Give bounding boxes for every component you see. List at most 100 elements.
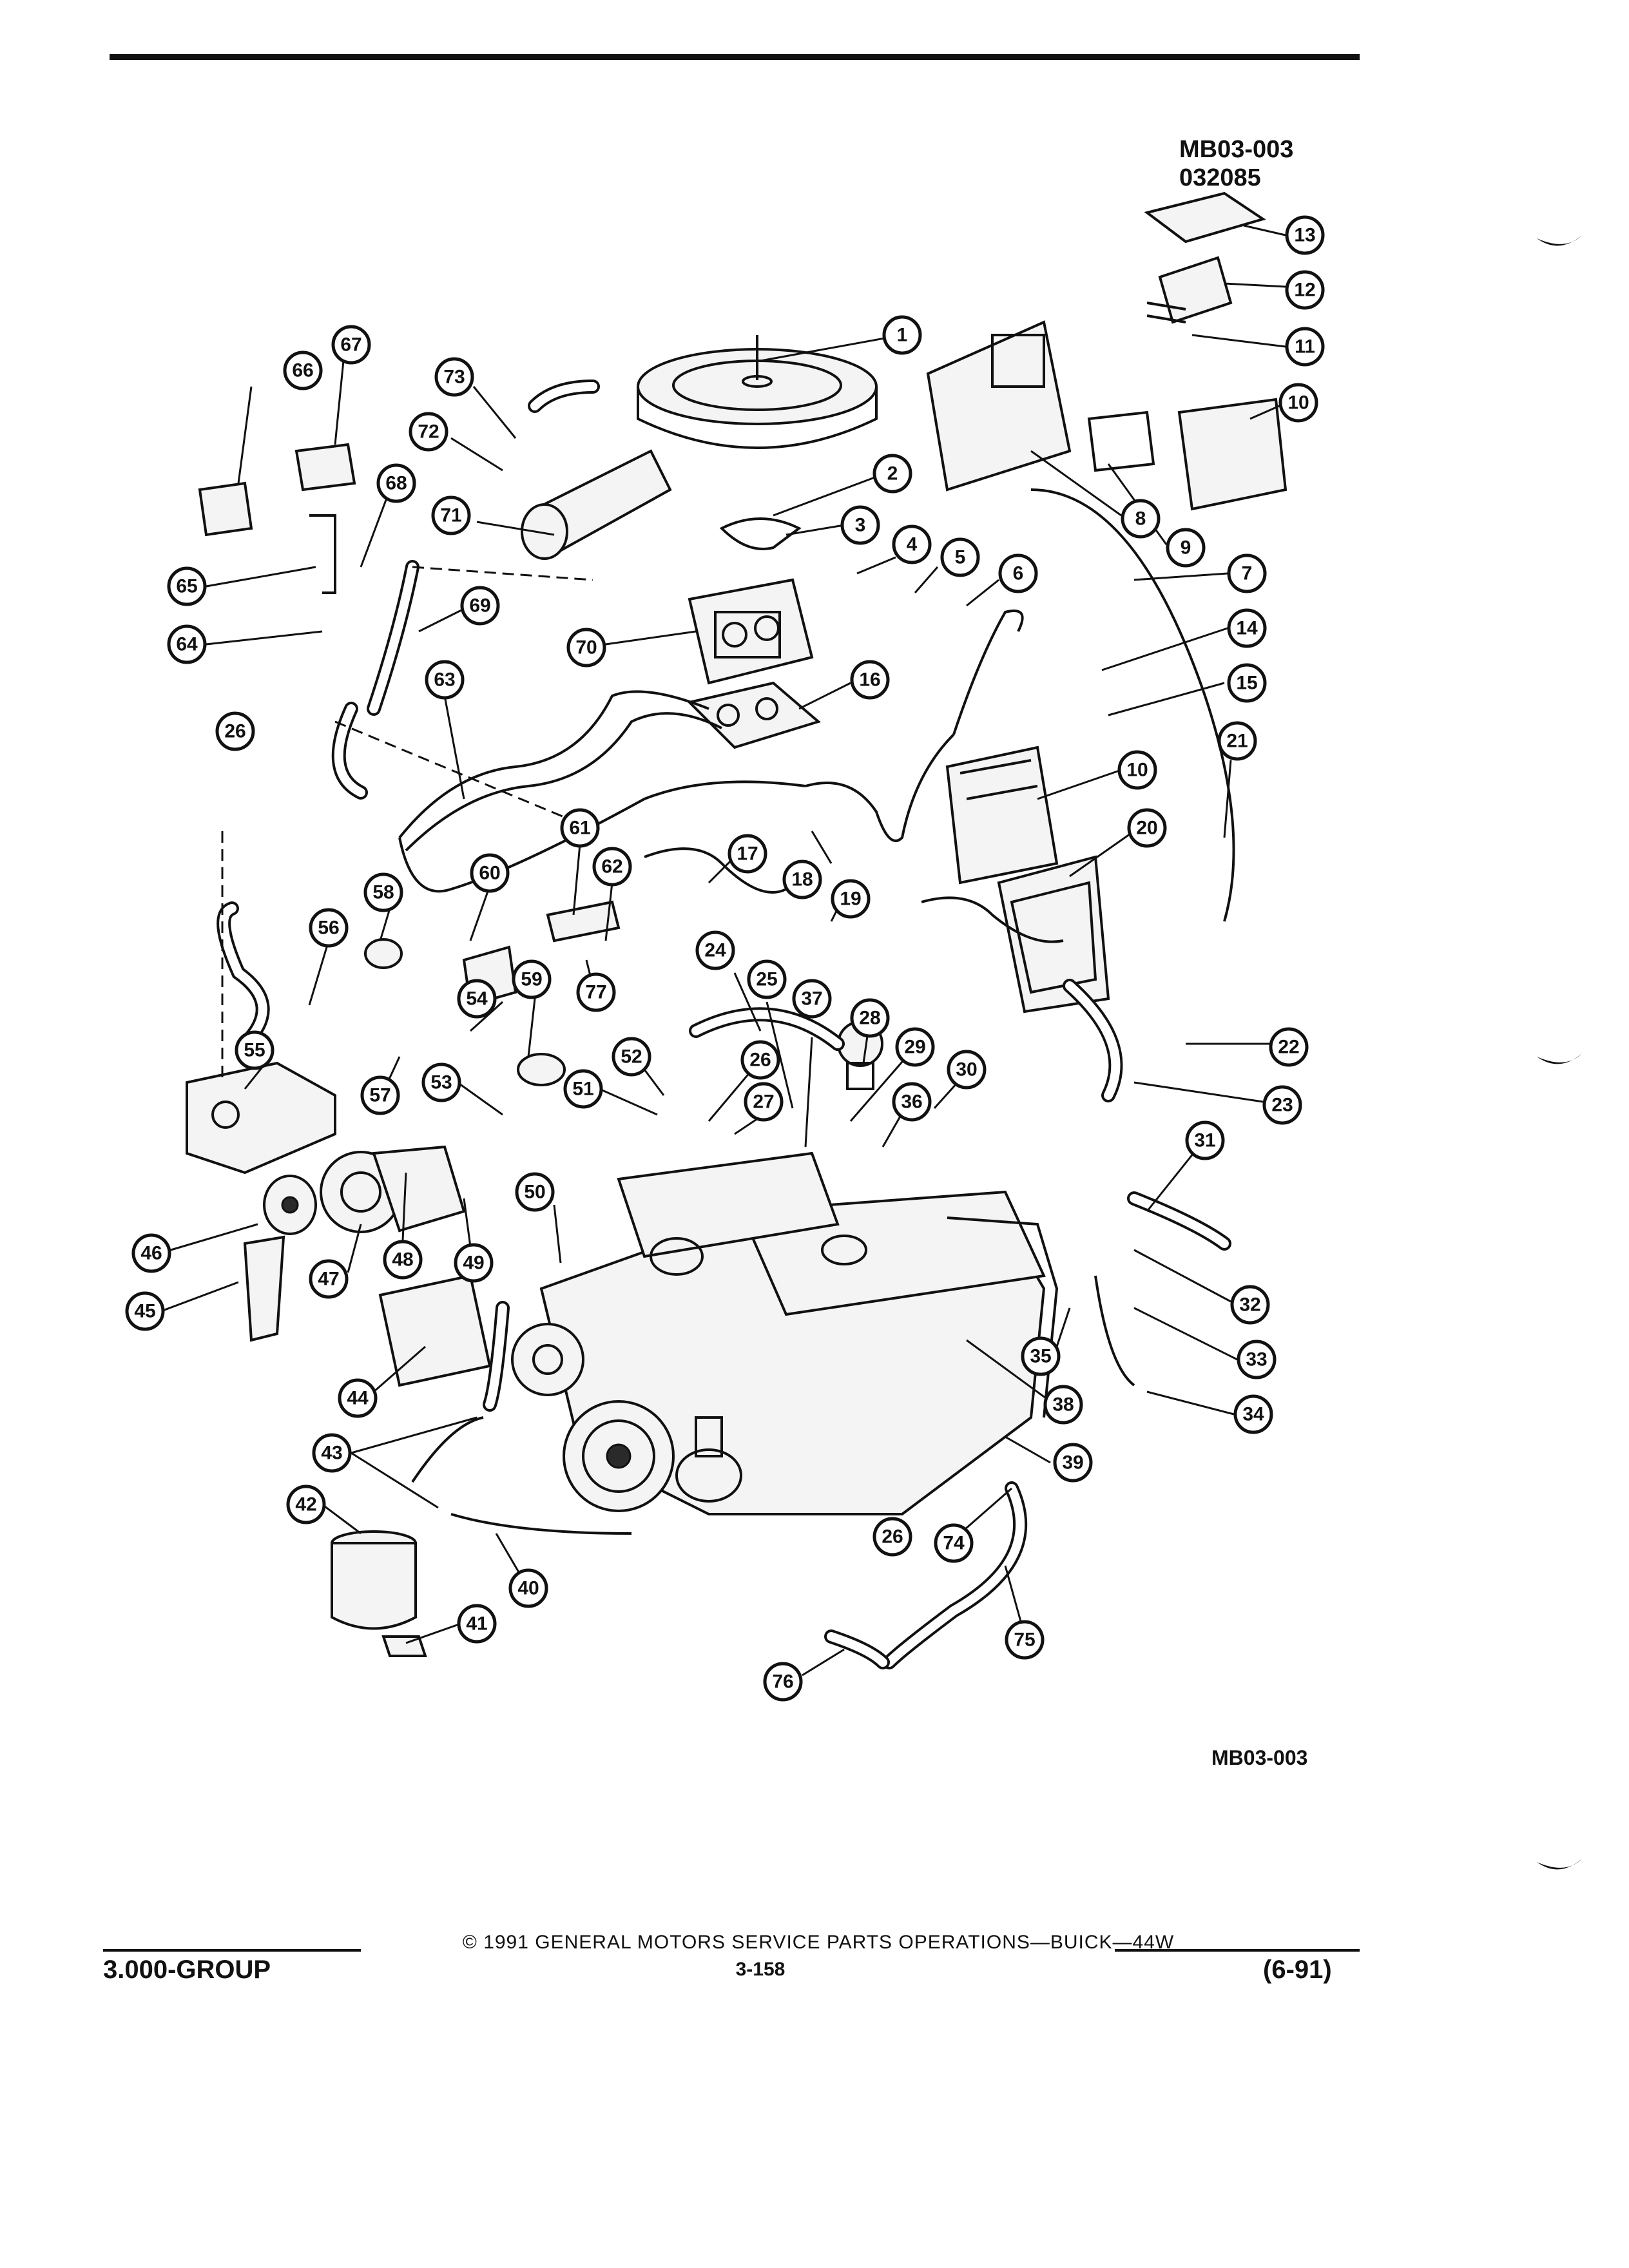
callout-75: 75: [1005, 1620, 1045, 1660]
callout-47: 47: [309, 1259, 349, 1299]
svg-text:11: 11: [1295, 336, 1315, 358]
svg-text:10: 10: [1126, 760, 1148, 781]
callout-42: 42: [286, 1485, 326, 1524]
callout-41: 41: [457, 1604, 497, 1644]
relay-brackets-left: [198, 443, 356, 594]
svg-text:44: 44: [347, 1388, 369, 1409]
callout-58: 58: [363, 872, 403, 912]
callout-3: 3: [840, 505, 880, 545]
callout-38: 38: [1043, 1385, 1083, 1425]
callout-59: 59: [512, 959, 552, 999]
svg-text:68: 68: [385, 473, 407, 494]
callout-44: 44: [338, 1378, 378, 1418]
callout-17: 17: [728, 834, 767, 874]
callout-4: 4: [892, 524, 932, 564]
figure-id-header: MB03-003 032085: [1179, 135, 1293, 192]
callout-57: 57: [360, 1075, 400, 1115]
svg-text:19: 19: [840, 889, 861, 910]
svg-text:28: 28: [859, 1008, 880, 1029]
callout-29: 29: [895, 1027, 935, 1067]
callout-5: 5: [940, 537, 980, 577]
svg-text:46: 46: [140, 1243, 162, 1264]
callout-69: 69: [460, 586, 500, 626]
ecm-bracket: [997, 855, 1110, 1014]
binding-mark-1: [1537, 235, 1582, 246]
svg-text:27: 27: [753, 1091, 774, 1113]
dashed-guides: [221, 566, 593, 1082]
footer-rule-right: [1115, 1949, 1360, 1952]
svg-text:71: 71: [440, 505, 461, 526]
svg-text:2: 2: [887, 463, 898, 485]
svg-text:41: 41: [466, 1613, 487, 1635]
callout-51: 51: [563, 1069, 603, 1109]
callout-31: 31: [1185, 1120, 1225, 1160]
water-pump: [511, 1323, 584, 1396]
svg-text:74: 74: [943, 1533, 965, 1554]
callout-45: 45: [125, 1291, 165, 1331]
svg-text:67: 67: [340, 334, 361, 356]
callout-72: 72: [409, 412, 448, 452]
svg-text:12: 12: [1294, 280, 1315, 301]
callout-54: 54: [457, 979, 497, 1019]
callout-77: 77: [576, 972, 616, 1012]
svg-text:37: 37: [801, 988, 822, 1010]
svg-text:47: 47: [318, 1269, 339, 1290]
svg-text:5: 5: [955, 547, 966, 568]
callout-50: 50: [515, 1172, 555, 1212]
svg-text:59: 59: [521, 969, 542, 990]
callout-68: 68: [376, 463, 416, 503]
svg-text:36: 36: [901, 1091, 922, 1113]
svg-text:63: 63: [434, 669, 455, 691]
svg-text:54: 54: [466, 988, 488, 1010]
svg-text:48: 48: [392, 1249, 413, 1271]
svg-text:13: 13: [1294, 225, 1315, 246]
svg-text:34: 34: [1242, 1404, 1264, 1425]
svg-text:26: 26: [224, 721, 246, 742]
svg-text:3: 3: [855, 515, 866, 536]
callout-63: 63: [425, 660, 465, 700]
svg-text:39: 39: [1062, 1452, 1083, 1474]
callout-49: 49: [454, 1243, 494, 1283]
callout-16: 16: [850, 660, 890, 700]
callout-10-top: 10: [1278, 383, 1318, 423]
air-cleaner: [521, 335, 878, 560]
binding-mark-3: [1537, 1859, 1582, 1870]
callout-22: 22: [1269, 1027, 1309, 1067]
callout-25: 25: [747, 959, 787, 999]
callout-33: 33: [1237, 1340, 1277, 1379]
svg-text:33: 33: [1246, 1349, 1267, 1370]
callout-8: 8: [1121, 499, 1161, 539]
callout-46: 46: [131, 1233, 171, 1273]
callout-67: 67: [331, 325, 371, 365]
svg-text:38: 38: [1052, 1394, 1074, 1416]
callout-48: 48: [383, 1240, 423, 1280]
callout-37: 37: [792, 979, 832, 1019]
callout-24: 24: [695, 930, 735, 970]
callout-26-left: 26: [215, 711, 255, 751]
callout-62: 62: [592, 847, 632, 887]
callout-7: 7: [1227, 553, 1267, 593]
svg-text:16: 16: [859, 669, 880, 691]
svg-text:53: 53: [430, 1072, 452, 1093]
svg-text:70: 70: [575, 637, 597, 658]
corrugated-duct: [367, 560, 419, 716]
svg-text:1: 1: [897, 325, 908, 346]
svg-text:10: 10: [1287, 392, 1309, 414]
carburetor-spacer: [687, 681, 822, 749]
harmonic-balancer: [563, 1400, 675, 1512]
top-rule: [110, 54, 1360, 60]
callout-71: 71: [431, 495, 471, 535]
air-pump-bracket: [243, 1235, 492, 1387]
svg-text:73: 73: [443, 367, 465, 388]
callout-36: 36: [892, 1082, 932, 1122]
callout-27: 27: [744, 1082, 784, 1122]
svg-text:62: 62: [601, 856, 622, 878]
callout-53: 53: [421, 1062, 461, 1102]
callout-73: 73: [434, 357, 474, 397]
callout-32: 32: [1230, 1285, 1270, 1325]
svg-text:26: 26: [882, 1526, 903, 1548]
svg-text:65: 65: [176, 576, 197, 597]
vacuum-lines: [411, 488, 1235, 1535]
svg-text:72: 72: [418, 421, 439, 443]
